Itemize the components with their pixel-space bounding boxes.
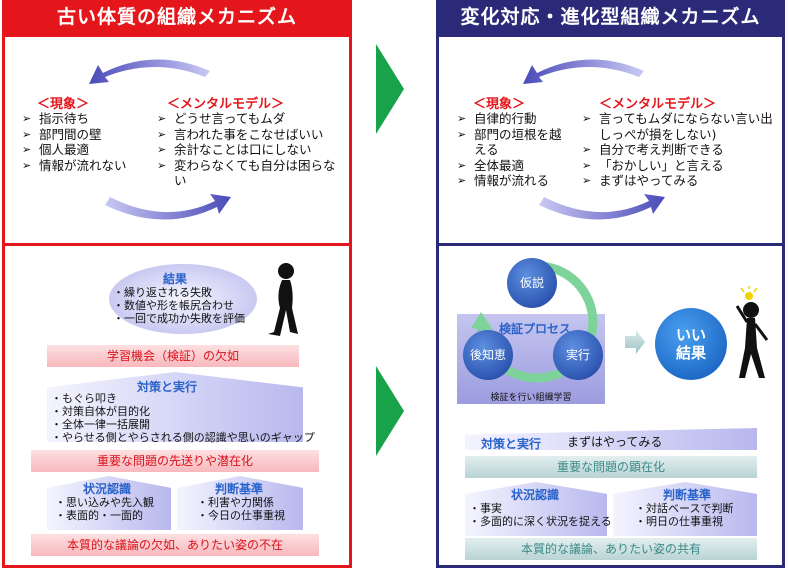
list-item: 個人最適 xyxy=(22,142,152,158)
action-box xyxy=(47,372,303,442)
judge-items: ・利害や力関係 ・今日の仕事重視 xyxy=(197,496,285,522)
list-item: 言ってもムダにならない言い出しっぺが損をしない) xyxy=(582,111,774,142)
node-execute xyxy=(553,330,603,380)
result-ellipse xyxy=(109,264,257,334)
list-item: 自律的行動 xyxy=(457,111,569,127)
list-item: 情報が流れる xyxy=(457,173,569,189)
phenomenon-label: ＜現象＞ xyxy=(37,97,90,112)
flow-arrow-icon xyxy=(625,330,645,354)
idea-person-icon xyxy=(735,286,769,378)
list-item: 「おかしい」と言える xyxy=(582,158,774,174)
left-bottom-panel: 結果 ・繰り返される失敗 ・数値や形を帳尻合わせ ・一回で成功か失敗を評価 学習… xyxy=(2,243,352,568)
phenomena-list: 自律的行動 部門の垣根を越える 全体最適 情報が流れる xyxy=(457,111,569,189)
good-result-label: いい 結果 xyxy=(675,326,706,362)
situation-items: ・思い込みや先入観 ・表面的・一面的 xyxy=(55,496,154,522)
learning-gap-bar: 学習機会（検証）の欠如 xyxy=(47,345,299,367)
list-item: 自分で考え判断できる xyxy=(582,142,774,158)
node-hypothesis xyxy=(507,258,557,308)
transition-arrow-icon xyxy=(376,366,404,456)
action-text: まずはやってみる xyxy=(567,435,663,449)
node-execute-label: 実行 xyxy=(565,348,590,362)
good-result-circle xyxy=(655,308,727,380)
essential-discussion-lacking-bar: 本質的な議論の欠如、ありたい姿の不在 xyxy=(31,534,319,556)
list-item: 変わらなくても自分は困らない xyxy=(157,158,337,189)
right-title: 変化対応・進化型組織メカニズム xyxy=(436,0,785,34)
result-title: 結果 xyxy=(163,272,188,286)
list-item: 余計なことは口にしない xyxy=(157,142,337,158)
list-item: まずはやってみる xyxy=(582,173,774,189)
list-item: 部門間の壁 xyxy=(22,127,152,143)
mental-model-list: 言ってもムダにならない言い出しっぺが損をしない) 自分で考え判断できる 「おかし… xyxy=(582,111,774,189)
node-knowledge-label: 後知恵 xyxy=(469,348,506,362)
mental-model-list: どうせ言ってもムダ 言われた事をこなせばいい 余計なことは口にしない 変わらなく… xyxy=(157,111,337,189)
situation-title: 状況認識 xyxy=(83,482,132,496)
judge-box xyxy=(177,476,303,530)
judge-title: 判断基準 xyxy=(215,482,264,496)
situation-title: 状況認識 xyxy=(511,488,560,502)
action-title: 対策と実行 xyxy=(481,437,542,451)
situation-box xyxy=(47,476,171,530)
result-items: ・繰り返される失敗 ・数値や形を帳尻合わせ ・一回で成功か失敗を評価 xyxy=(113,286,245,325)
list-item: 情報が流れない xyxy=(22,158,152,174)
mental-model-label: ＜メンタルモデル＞ xyxy=(167,97,285,112)
cycle-arrows-icon xyxy=(89,59,231,220)
phenomenon-label: ＜現象＞ xyxy=(473,97,526,112)
judge-box xyxy=(613,482,757,536)
action-items: ・もぐら叩き ・対策自体が目的化 ・全体一律一括展開 ・やらせる側とやらされる側… xyxy=(51,392,315,444)
essential-discussion-bar: 本質的な議論、ありたい姿の共有 xyxy=(465,538,757,560)
judge-title: 判断基準 xyxy=(663,488,712,502)
phenomena-list: 指示待ち 部門間の壁 個人最適 情報が流れない xyxy=(22,111,152,173)
left-top-panel: ＜現象＞ 指示待ち 部門間の壁 個人最適 情報が流れない ＜メンタルモデル＞ ど… xyxy=(2,34,352,246)
list-item: どうせ言ってもムダ xyxy=(157,111,337,127)
process-caption: 検証を行い組織学習 xyxy=(490,393,572,403)
slumped-person-icon xyxy=(268,263,298,336)
judge-items: ・対話ベースで判断 ・明日の仕事重視 xyxy=(635,502,734,528)
list-item: 指示待ち xyxy=(22,111,152,127)
mental-model-label: ＜メンタルモデル＞ xyxy=(599,97,717,112)
right-top-panel: ＜現象＞ 自律的行動 部門の垣根を越える 全体最適 情報が流れる ＜メンタルモデ… xyxy=(436,34,785,246)
left-title: 古い体質の組織メカニズム xyxy=(2,0,352,34)
action-title: 対策と実行 xyxy=(137,380,198,394)
node-hypothesis-label: 仮説 xyxy=(519,276,544,290)
list-item: 部門の垣根を越える xyxy=(457,127,569,158)
cycle-arrows-icon xyxy=(523,59,665,220)
right-bottom-panel: 検証プロセス 仮説 後知恵 実行 検証を行い組織学習 いい 結果 対策と実行 ま… xyxy=(436,243,785,568)
transition-arrow-icon xyxy=(376,44,404,134)
situation-box xyxy=(465,482,607,536)
problems-surfaced-bar: 重要な問題の顕在化 xyxy=(465,456,757,478)
list-item: 言われた事をこなせばいい xyxy=(157,127,337,143)
situation-items: ・事実 ・多面的に深く状況を捉える xyxy=(469,502,612,528)
node-knowledge xyxy=(463,330,513,380)
list-item: 全体最適 xyxy=(457,158,569,174)
postponed-problems-bar: 重要な問題の先送りや潜在化 xyxy=(31,450,319,472)
process-title: 検証プロセス xyxy=(499,322,572,336)
action-box xyxy=(465,428,757,450)
